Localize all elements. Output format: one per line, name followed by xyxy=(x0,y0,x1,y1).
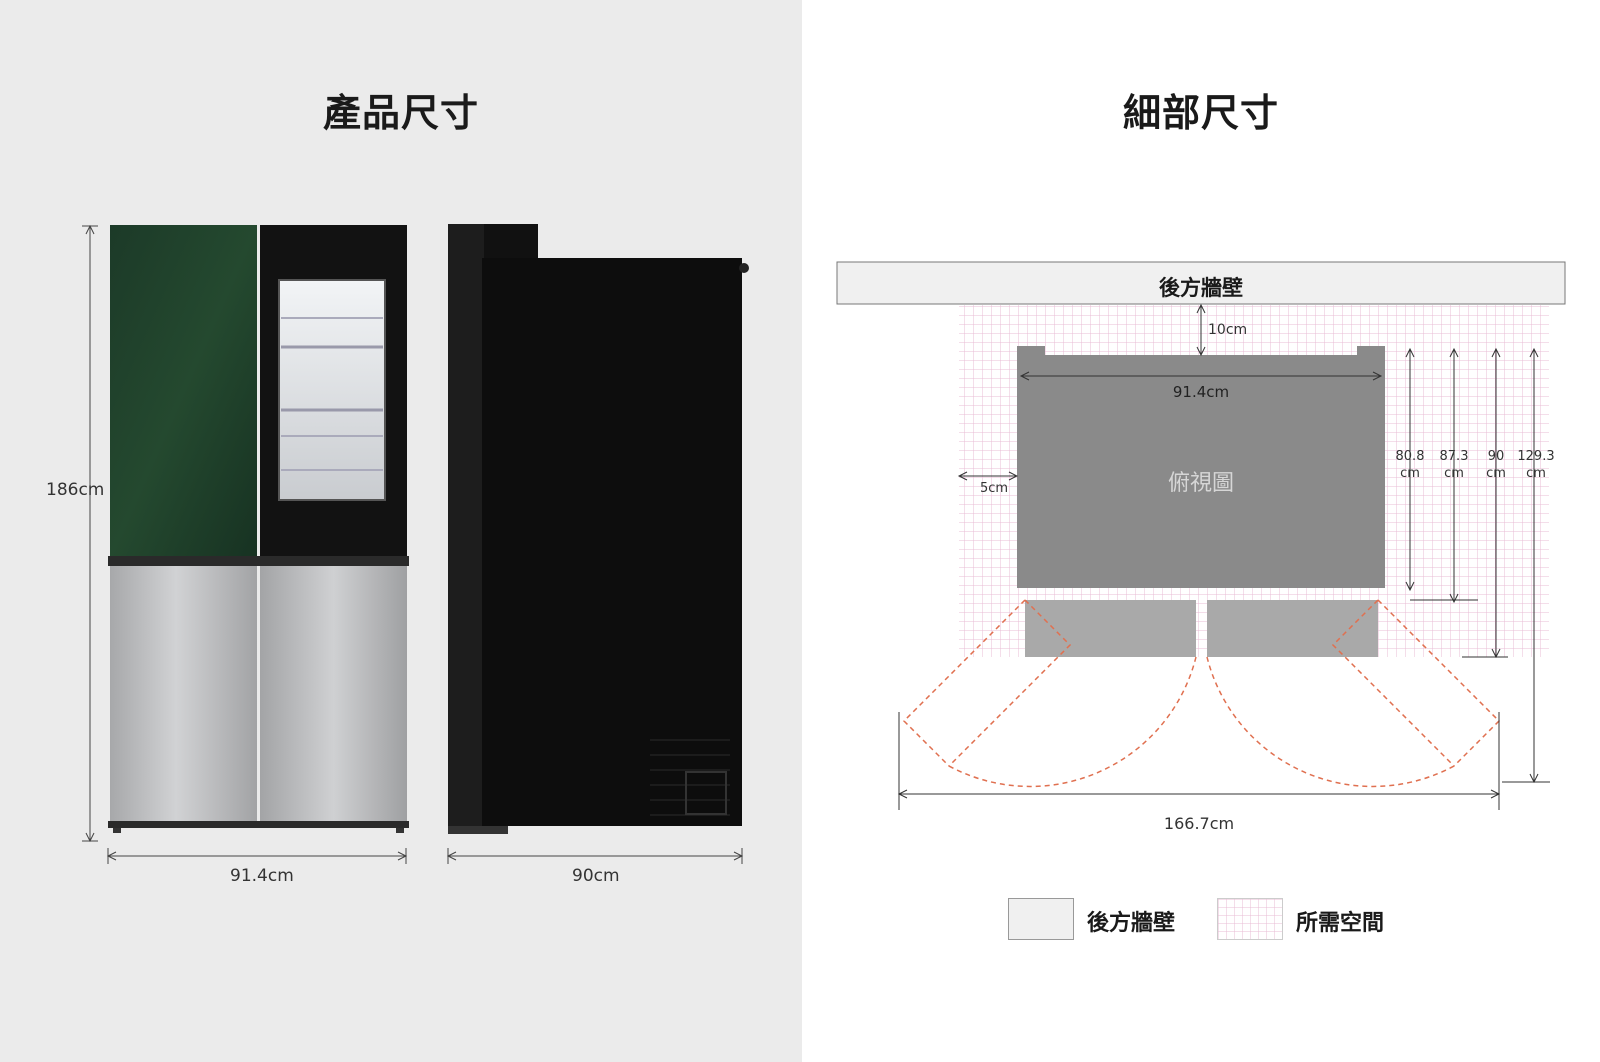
top-view-diagram xyxy=(836,261,1566,810)
depth-label-87-3: 87.3 cm xyxy=(1439,449,1469,481)
side-depth-label: 90cm xyxy=(572,866,620,886)
detail-dimensions-title: 細部尺寸 xyxy=(1122,91,1279,135)
depth-label-129-3: 129.3 cm xyxy=(1517,449,1555,481)
product-dimensions-panel: 產品尺寸 xyxy=(0,0,802,1062)
dimension-lines xyxy=(82,224,744,864)
side-view xyxy=(448,224,749,834)
top-view-label: 俯視圖 xyxy=(1167,471,1234,496)
back-wall-bar xyxy=(836,261,1566,305)
wall-label: 後方牆壁 xyxy=(1159,276,1243,300)
side-gap-label: 5cm xyxy=(980,481,1009,496)
depth-label-80-8: 80.8 cm xyxy=(1395,449,1425,481)
fridge-illustration xyxy=(82,224,749,864)
fridge-top-view xyxy=(1017,355,1385,588)
front-width-label: 91.4cm xyxy=(230,866,294,886)
detail-dimension-lines xyxy=(897,303,1550,810)
legend-wall-swatch xyxy=(1008,898,1074,940)
front-view xyxy=(108,225,409,833)
upper-left-door xyxy=(110,225,257,558)
depth-label-90: 90 cm xyxy=(1486,449,1506,481)
right-door-top xyxy=(1207,600,1378,657)
legend-wall-label: 後方牆壁 xyxy=(1087,911,1176,936)
product-dimensions-title: 產品尺寸 xyxy=(322,91,479,135)
side-panel xyxy=(482,258,742,826)
total-width-label: 166.7cm xyxy=(1163,814,1235,833)
height-label: 186cm xyxy=(46,480,105,500)
legend-grid-swatch xyxy=(1217,898,1283,940)
wall-gap-label: 10cm xyxy=(1208,322,1248,338)
lower-left-drawer xyxy=(110,566,257,821)
left-door-top xyxy=(1025,600,1196,657)
instaview-window xyxy=(278,279,386,501)
lower-right-drawer xyxy=(260,566,407,821)
legend-grid-label: 所需空間 xyxy=(1296,911,1385,936)
detail-dimensions-panel: 細部尺寸 xyxy=(802,0,1600,1062)
top-width-label: 91.4cm xyxy=(1172,383,1230,401)
